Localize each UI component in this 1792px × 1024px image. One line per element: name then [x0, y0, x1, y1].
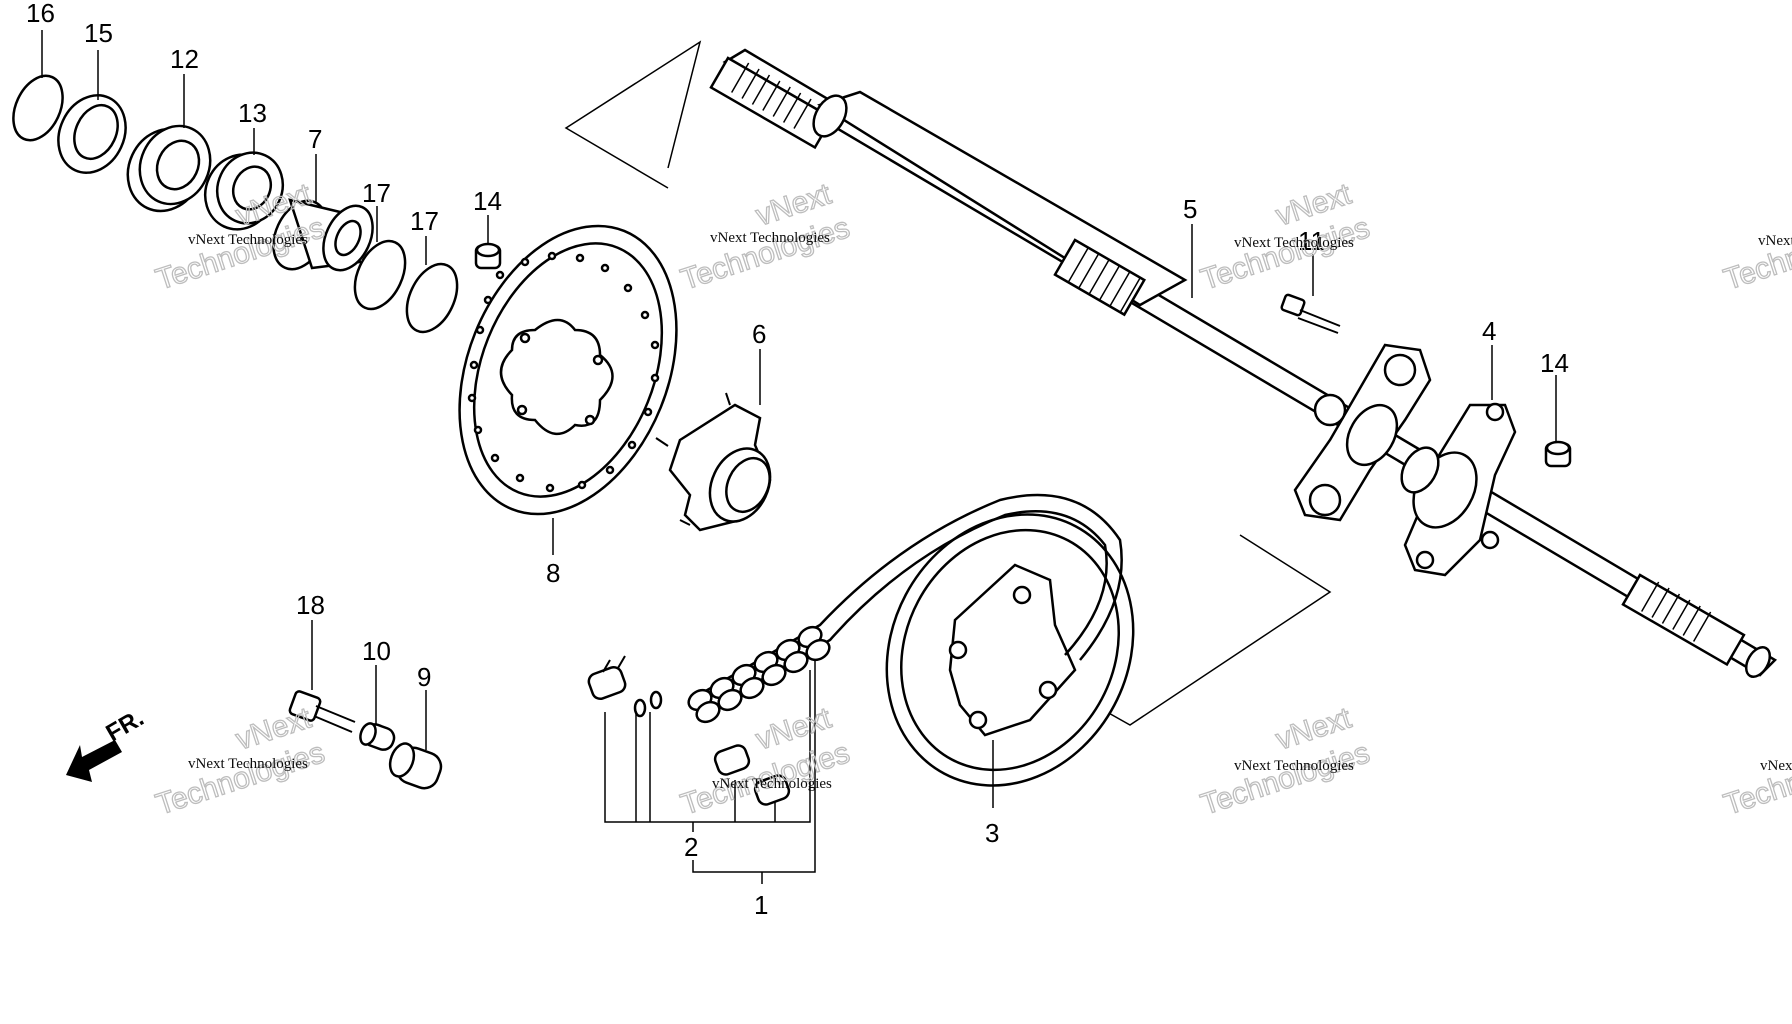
callout-6: 6: [752, 319, 766, 349]
rear-axle: [709, 48, 1778, 678]
callout-3: 3: [985, 818, 999, 848]
part-16-circlip: [12, 74, 64, 142]
chain-links: [687, 625, 831, 724]
part-12-nut: [126, 124, 212, 213]
callout-9: 9: [417, 662, 431, 692]
callout-18: 18: [296, 590, 325, 620]
callout-15: 15: [84, 18, 113, 48]
watermark-3: vNext Technologies vNext Technologies: [1196, 177, 1374, 298]
svg-text:vNext Technologies: vNext Technologies: [1758, 233, 1792, 249]
watermark-7: vNext Technologies vNext Technologies: [1196, 701, 1374, 823]
part-2-master-link: [587, 655, 791, 806]
callout-17-a: 17: [362, 178, 391, 208]
part-4-hub: [1400, 402, 1517, 577]
callout-7: 7: [308, 124, 322, 154]
front-direction-arrow: FR.: [66, 704, 148, 782]
part-14-nut-left: [474, 242, 502, 270]
callout-14-left: 14: [473, 186, 502, 216]
svg-text:vNext Technologies: vNext Technologies: [188, 232, 308, 248]
part-17-oring-a: [353, 239, 407, 311]
callout-8: 8: [546, 558, 560, 588]
svg-text:vNext Technologies: vNext Technologies: [712, 776, 832, 792]
callout-12: 12: [170, 44, 199, 74]
svg-text:vNext Technologies: vNext Technologies: [710, 230, 830, 246]
svg-text:vNext Technologies: vNext Technologies: [1234, 235, 1354, 251]
axle-flange: [1293, 343, 1432, 522]
callout-14-right: 14: [1540, 348, 1569, 378]
part-13-nut: [204, 151, 285, 231]
callout-10: 10: [362, 636, 391, 666]
callout-leaders: [41, 30, 1557, 808]
svg-text:vNext Technologies: vNext Technologies: [188, 756, 308, 772]
part-18-bolt: [288, 690, 356, 733]
part-17-oring-b: [405, 262, 459, 334]
callout-1: 1: [754, 890, 768, 920]
callout-5: 5: [1183, 194, 1197, 224]
part-1-drive-chain: [687, 493, 1123, 724]
part-14-nut-right: [1544, 440, 1572, 468]
svg-text:Technologies: Technologies: [1720, 211, 1792, 297]
svg-text:vNext Technologies: vNext Technologies: [1234, 758, 1354, 774]
part-7-bearing: [272, 198, 374, 272]
disc-holes: [467, 251, 660, 493]
part-10-collar: [359, 722, 396, 751]
callout-numbers: 16 15 12 13 7 17 17 14 5 11 4 14 6 8 18 …: [26, 0, 1569, 920]
part-9-roller: [388, 742, 443, 790]
watermark-2: vNext Technologies vNext Technologies: [676, 177, 854, 298]
callout-16: 16: [26, 0, 55, 28]
part-6-hub: [655, 392, 772, 532]
watermark-4: vNext Technologies Technologies: [1719, 211, 1792, 298]
svg-text:Technologies: Technologies: [1720, 736, 1792, 822]
part-8-brake-disc: [458, 224, 678, 516]
part-3-sprocket: [885, 513, 1135, 787]
fr-label: FR.: [102, 704, 149, 747]
watermark-5: vNext Technologies vNext Technologies: [151, 701, 329, 823]
callout-13: 13: [238, 98, 267, 128]
part-15-seal: [57, 94, 127, 174]
svg-text:vNext Technologies: vNext Technologies: [1760, 758, 1792, 774]
callout-11: 11: [1298, 226, 1325, 256]
axle-left-splines: [731, 62, 812, 129]
callout-4: 4: [1482, 316, 1496, 346]
callout-2: 2: [684, 832, 698, 862]
callout-17-b: 17: [410, 206, 439, 236]
watermark-8: vNext Technologies Technologies: [1719, 736, 1792, 823]
part-11-bolt: [1280, 293, 1341, 334]
